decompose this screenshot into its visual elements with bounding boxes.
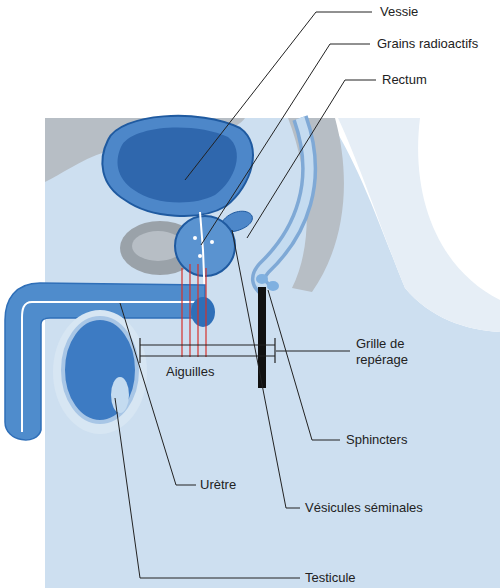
leader-line bbox=[201, 44, 370, 245]
bladder-inner bbox=[118, 128, 237, 203]
sphincter bbox=[256, 274, 268, 284]
bladder-shape bbox=[102, 116, 253, 216]
needle bbox=[181, 268, 182, 357]
leader-line bbox=[232, 230, 300, 508]
template-grid bbox=[140, 287, 275, 388]
needle bbox=[205, 268, 206, 357]
back-tissue bbox=[338, 118, 500, 332]
part-label: Urètre bbox=[200, 477, 236, 493]
seed bbox=[198, 254, 202, 258]
penile-bulb bbox=[191, 297, 215, 327]
needle bbox=[189, 264, 190, 357]
part-label: Aiguilles bbox=[166, 364, 214, 380]
leader-line bbox=[185, 12, 372, 180]
part-label: Sphincters bbox=[346, 432, 407, 448]
needles bbox=[182, 264, 206, 357]
seed bbox=[210, 240, 214, 244]
testicle-shape bbox=[53, 310, 147, 434]
grid-plate bbox=[258, 287, 266, 388]
grid-tick bbox=[274, 338, 275, 363]
part-label: Rectum bbox=[382, 72, 427, 88]
sphincter bbox=[267, 281, 279, 291]
leader-line bbox=[247, 80, 376, 238]
epididymis bbox=[111, 377, 129, 413]
bladder-wall bbox=[102, 116, 253, 216]
leader-line bbox=[120, 303, 196, 485]
seed bbox=[193, 236, 197, 240]
leader-line bbox=[268, 290, 340, 440]
penis-shape bbox=[5, 283, 215, 440]
leader-lines bbox=[115, 12, 376, 578]
part-label: Grille de repérage bbox=[356, 336, 446, 368]
leader-line bbox=[276, 351, 350, 352]
grid-tick bbox=[139, 338, 140, 363]
part-label: Vésicules séminales bbox=[305, 500, 423, 516]
needle bbox=[197, 264, 198, 357]
penis-shaft bbox=[5, 283, 205, 440]
part-label: Vessie bbox=[380, 4, 418, 20]
grid-rail bbox=[140, 355, 275, 356]
part-label: Testicule bbox=[305, 570, 356, 586]
testicle bbox=[63, 318, 137, 422]
leader-line bbox=[115, 398, 300, 578]
prostate bbox=[175, 216, 235, 276]
part-label: Grains radioactifs bbox=[377, 36, 478, 52]
scrotum bbox=[53, 310, 147, 434]
